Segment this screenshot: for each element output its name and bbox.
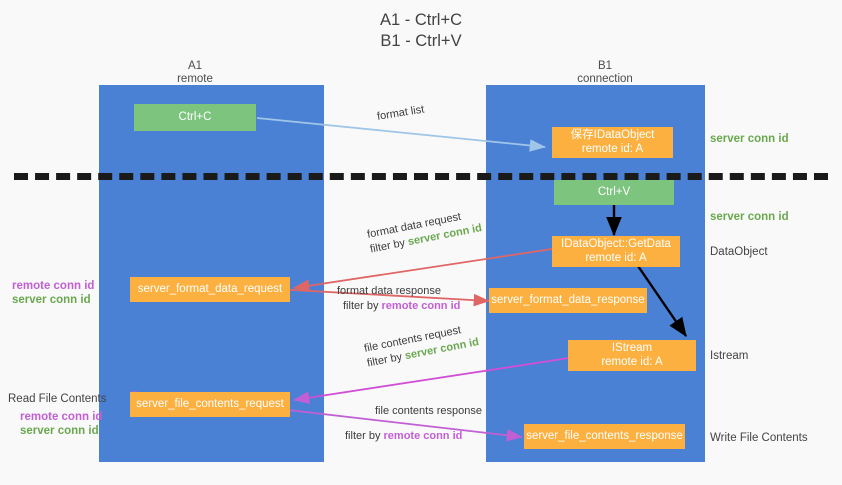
box-server-format-data-response[interactable]: server_format_data_response (489, 288, 647, 313)
arrow-label-file-contents-request: file contents request filter by server c… (363, 320, 480, 371)
box-save-idataobject-line-2: remote id: A (581, 142, 644, 155)
box-server-format-data-request[interactable]: server_format_data_request (130, 277, 290, 302)
left-label-file-remote-conn: remote conn id (20, 411, 103, 423)
arrow-label-format-data-response: format data response filter by remote co… (337, 284, 460, 314)
right-label-server-conn-top: server conn id (710, 133, 789, 145)
arrow-label-format-data-response-line-1: format data response (337, 285, 441, 297)
arrow-label-file-contents-response-line-1: file contents response (375, 405, 483, 417)
box-idataobject-getdata-line-1: IDataObject::GetData (561, 238, 671, 250)
arrow-label-format-data-request: format data request filter by server con… (366, 206, 483, 257)
lane-a1-name: A1 (187, 60, 203, 72)
arrow-label-format-data-response-filter: filter by remote conn id (337, 299, 460, 314)
box-server-file-contents-response[interactable]: server_file_contents_response (524, 424, 685, 449)
right-label-istream: Istream (710, 350, 749, 362)
right-label-server-conn-mid: server conn id (710, 211, 789, 223)
box-idataobject-getdata-line-2: remote id: A (585, 251, 647, 264)
filter-key-remote-conn-id: remote conn id (383, 430, 463, 442)
right-label-dataobject: DataObject (710, 246, 768, 258)
filter-prefix: filter by (343, 300, 382, 312)
filter-key-remote-conn-id: remote conn id (381, 300, 461, 312)
right-label-write-file-contents: Write File Contents (710, 432, 808, 444)
box-ctrl-v[interactable]: Ctrl+V (554, 180, 674, 205)
diagram-title-line-2: B1 - Ctrl+V (380, 32, 462, 50)
left-label-format-remote-conn: remote conn id (12, 280, 95, 292)
diagram-title-line-1: A1 - Ctrl+C (379, 11, 463, 29)
arrow-label-format-list: format list (376, 103, 425, 125)
arrow-label-file-contents-response-filter: filter by remote conn id (345, 419, 482, 444)
box-istream[interactable]: IStream remote id: A (568, 340, 696, 371)
left-label-file-server-conn: server conn id (20, 425, 99, 437)
box-server-format-data-response-label: server_format_data_response (491, 293, 645, 306)
filter-prefix: filter by (345, 430, 384, 442)
box-server-file-contents-request-label: server_file_contents_request (136, 397, 284, 410)
lane-b1-role: connection (577, 73, 633, 85)
box-ctrl-c[interactable]: Ctrl+C (134, 104, 256, 131)
box-save-idataobject[interactable]: 保存IDataObject remote id: A (552, 127, 673, 158)
box-server-file-contents-request[interactable]: server_file_contents_request (130, 392, 290, 417)
box-ctrl-c-label: Ctrl+C (178, 110, 212, 123)
box-istream-line-2: remote id: A (601, 355, 663, 368)
phase-divider (14, 173, 828, 180)
lane-header-b1: B1 connection (540, 60, 670, 86)
box-istream-line-1: IStream (611, 342, 653, 354)
lane-a1-role: remote (177, 73, 213, 85)
lane-b1-name: B1 (597, 60, 613, 72)
box-idataobject-getdata[interactable]: IDataObject::GetData remote id: A (552, 236, 680, 267)
arrow-label-file-contents-response: file contents response filter by remote … (345, 404, 482, 444)
left-label-read-file-contents: Read File Contents (8, 393, 107, 405)
box-server-file-contents-response-label: server_file_contents_response (526, 429, 683, 442)
lane-header-a1: A1 remote (130, 60, 260, 86)
left-label-format-server-conn: server conn id (12, 294, 91, 306)
arrow-label-format-list-text: format list (376, 103, 426, 123)
box-save-idataobject-line-1: 保存IDataObject (570, 129, 655, 141)
box-ctrl-v-label: Ctrl+V (597, 185, 631, 198)
box-server-format-data-request-label: server_format_data_request (137, 282, 283, 295)
